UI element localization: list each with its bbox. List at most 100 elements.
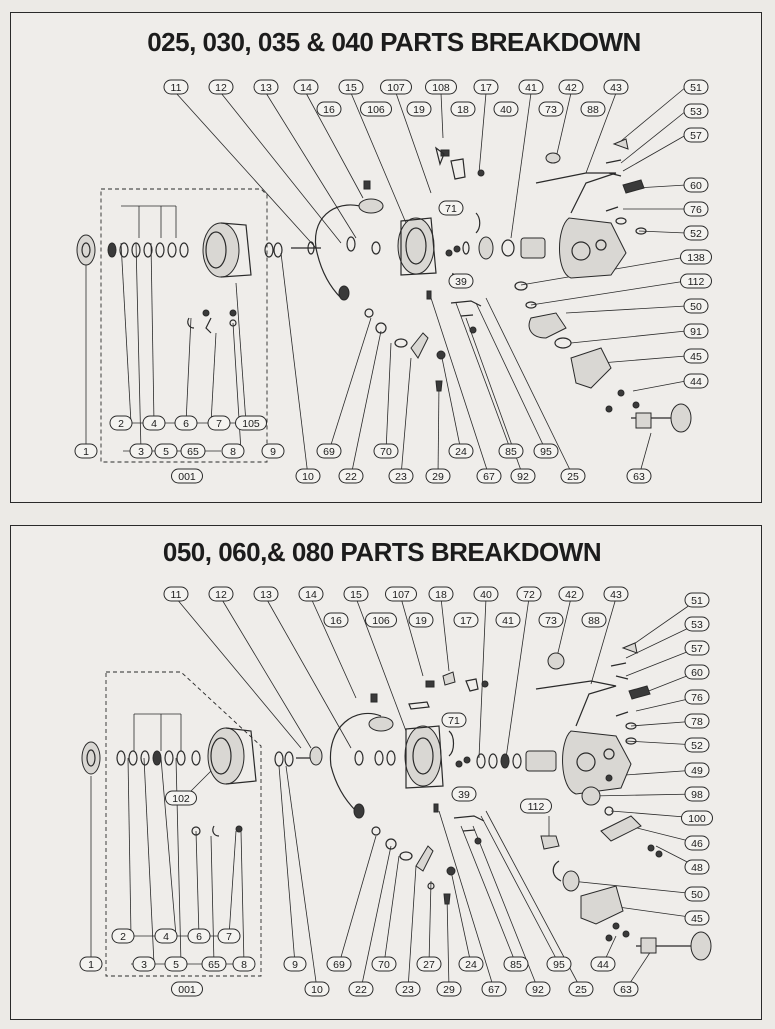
callout-number: 57 bbox=[691, 643, 703, 655]
part-callout-52: 52 bbox=[684, 737, 710, 753]
part-callout-2: 2 bbox=[109, 415, 133, 431]
callout-oval bbox=[171, 981, 203, 997]
part-callout-5: 5 bbox=[154, 443, 178, 459]
callout-number: 11 bbox=[171, 589, 182, 601]
callout-number: 50 bbox=[690, 301, 702, 313]
part-callout-85: 85 bbox=[503, 956, 529, 972]
callout-number: 5 bbox=[173, 959, 179, 971]
part-callout-69: 69 bbox=[316, 443, 342, 459]
part-callout-112: 112 bbox=[680, 273, 712, 289]
callout-number: 85 bbox=[510, 959, 522, 971]
callout-oval bbox=[142, 415, 166, 431]
callout-number: 8 bbox=[241, 959, 247, 971]
callout-oval bbox=[453, 612, 479, 628]
callout-oval bbox=[163, 79, 189, 95]
part-callout-44: 44 bbox=[683, 373, 709, 389]
callout-number: 71 bbox=[448, 715, 460, 727]
callout-oval bbox=[217, 928, 241, 944]
callout-number: 7 bbox=[216, 418, 222, 430]
callout-number: 12 bbox=[215, 82, 227, 94]
callout-number: 23 bbox=[395, 471, 407, 483]
callout-number: 76 bbox=[690, 204, 702, 216]
callout-number: 76 bbox=[691, 692, 703, 704]
callout-oval bbox=[338, 79, 364, 95]
callout-oval bbox=[293, 79, 319, 95]
part-callout-45: 45 bbox=[684, 910, 710, 926]
callout-number: 65 bbox=[187, 446, 199, 458]
part-callout-91: 91 bbox=[683, 323, 709, 339]
callout-number: 14 bbox=[305, 589, 317, 601]
callout-number: 19 bbox=[413, 104, 425, 116]
callout-number: 41 bbox=[502, 615, 514, 627]
callout-oval bbox=[74, 443, 98, 459]
part-callout-73: 73 bbox=[538, 612, 564, 628]
callout-number: 49 bbox=[691, 765, 703, 777]
callout-number: 88 bbox=[588, 615, 600, 627]
part-callout-102: 102 bbox=[165, 790, 197, 806]
callout-number: 12 bbox=[215, 589, 227, 601]
part-callout-106: 106 bbox=[360, 101, 392, 117]
callout-oval bbox=[516, 586, 542, 602]
callout-oval bbox=[684, 886, 710, 902]
callout-number: 107 bbox=[392, 589, 410, 601]
part-callout-57: 57 bbox=[683, 127, 709, 143]
callout-number: 91 bbox=[690, 326, 702, 338]
part-callout-39: 39 bbox=[451, 786, 477, 802]
part-callout-6: 6 bbox=[174, 415, 198, 431]
callout-oval bbox=[613, 981, 639, 997]
part-callout-13: 13 bbox=[253, 79, 279, 95]
callout-oval bbox=[174, 415, 198, 431]
part-callout-10: 10 bbox=[295, 468, 321, 484]
part-callout-7: 7 bbox=[207, 415, 231, 431]
callout-oval bbox=[207, 415, 231, 431]
part-callout-98: 98 bbox=[684, 786, 710, 802]
callout-oval bbox=[253, 586, 279, 602]
callout-oval bbox=[304, 981, 330, 997]
callout-oval bbox=[495, 612, 521, 628]
part-callout-106: 106 bbox=[365, 612, 397, 628]
callout-number: 40 bbox=[480, 589, 492, 601]
part-callout-72: 72 bbox=[516, 586, 542, 602]
part-callout-63: 63 bbox=[613, 981, 639, 997]
part-callout-22: 22 bbox=[348, 981, 374, 997]
callout-number: 19 bbox=[415, 615, 427, 627]
callout-oval bbox=[79, 956, 103, 972]
spool-group-outline bbox=[105, 671, 262, 977]
callout-number: 73 bbox=[545, 615, 557, 627]
callout-number: 13 bbox=[260, 589, 272, 601]
callout-number: 39 bbox=[455, 276, 467, 288]
part-callout-27: 27 bbox=[416, 956, 442, 972]
callout-oval bbox=[683, 201, 709, 217]
part-callout-9: 9 bbox=[283, 956, 307, 972]
callout-number: 001 bbox=[178, 984, 196, 996]
callout-number: 16 bbox=[323, 104, 335, 116]
callout-number: 25 bbox=[567, 471, 579, 483]
callout-number: 13 bbox=[260, 82, 272, 94]
callout-number: 24 bbox=[465, 959, 477, 971]
part-callout-85: 85 bbox=[498, 443, 524, 459]
callout-oval bbox=[388, 468, 414, 484]
callout-oval bbox=[538, 612, 564, 628]
part-callout-65: 65 bbox=[180, 443, 206, 459]
part-callout-14: 14 bbox=[298, 586, 324, 602]
callout-number: 70 bbox=[378, 959, 390, 971]
callout-number: 27 bbox=[423, 959, 435, 971]
callout-number: 53 bbox=[691, 619, 703, 631]
callout-number: 50 bbox=[691, 889, 703, 901]
callout-oval bbox=[448, 273, 474, 289]
callout-oval bbox=[154, 443, 178, 459]
callout-oval bbox=[684, 835, 710, 851]
callout-oval bbox=[408, 612, 434, 628]
callout-oval bbox=[235, 415, 267, 431]
callout-oval bbox=[568, 981, 594, 997]
callout-number: 88 bbox=[587, 104, 599, 116]
callout-number: 67 bbox=[483, 471, 495, 483]
callout-number: 43 bbox=[610, 589, 622, 601]
callout-oval bbox=[520, 798, 552, 814]
callout-oval bbox=[493, 101, 519, 117]
part-callout-60: 60 bbox=[684, 664, 710, 680]
part-callout-4: 4 bbox=[142, 415, 166, 431]
callout-oval bbox=[683, 127, 709, 143]
callout-oval bbox=[380, 79, 412, 95]
callout-number: 17 bbox=[480, 82, 492, 94]
